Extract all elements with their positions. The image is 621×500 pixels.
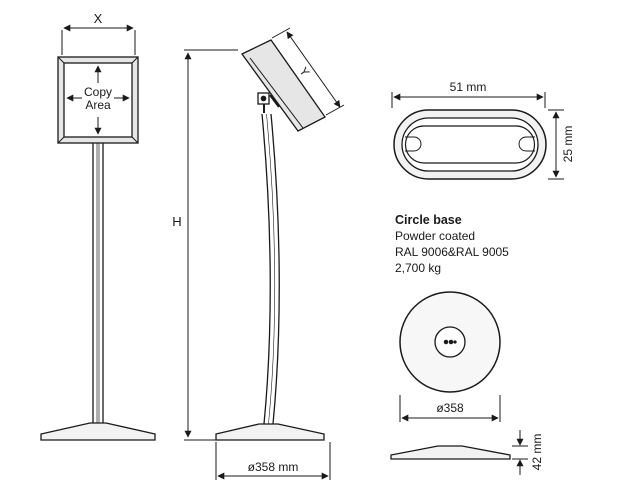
slot-detail (391, 92, 564, 180)
base-weight: 2,700 kg (395, 261, 441, 275)
circle-diameter-label: ø358 (436, 401, 464, 415)
base-width-label: ø358 mm (248, 460, 299, 474)
width-label: X (94, 11, 103, 26)
base-profile (390, 445, 511, 460)
front-view-stand (40, 24, 156, 441)
height-label: H (172, 214, 181, 229)
base-finish: Powder coated (395, 229, 475, 243)
frame-height-dimension-line (286, 31, 341, 108)
slot-height-label: 25 mm (561, 126, 575, 163)
slot-width-label: 51 mm (450, 80, 487, 94)
copy-area-label-line1: Copy (84, 85, 112, 99)
base-thickness-label: 42 mm (530, 434, 544, 471)
side-frame (241, 39, 326, 132)
base-ral: RAL 9006&RAL 9005 (395, 245, 509, 259)
side-view-stand (184, 27, 345, 480)
frame-height-label: Y (296, 64, 312, 79)
base-side-profile (390, 430, 528, 475)
front-base (40, 422, 156, 441)
copy-area-label-line2: Area (85, 98, 111, 112)
circle-base-top-view (399, 291, 501, 422)
base-title: Circle base (395, 213, 462, 227)
side-base (215, 423, 325, 441)
